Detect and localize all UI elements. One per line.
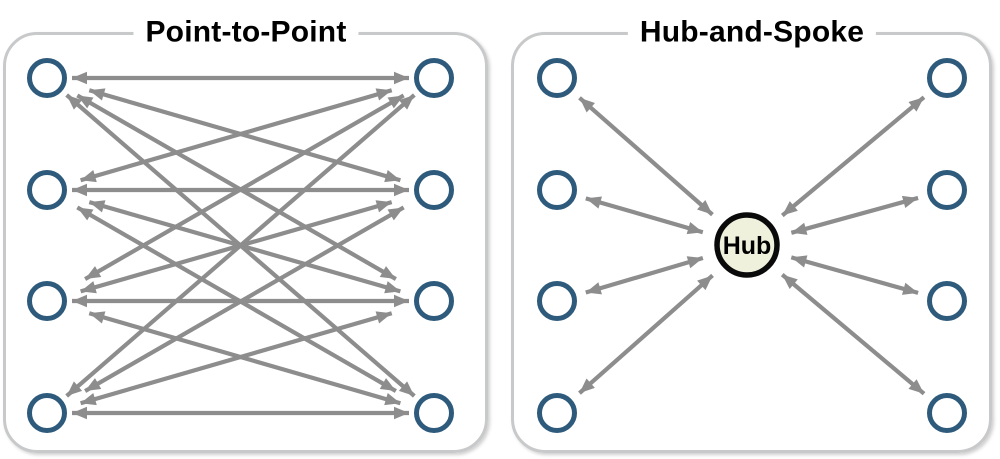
arrowhead bbox=[782, 274, 798, 290]
arrowhead bbox=[80, 281, 97, 294]
hub-and-spoke-title: Hub-and-Spoke bbox=[627, 15, 877, 50]
arrowhead bbox=[80, 393, 97, 406]
arrowhead bbox=[379, 378, 396, 392]
arrowhead bbox=[394, 183, 409, 197]
arrowhead bbox=[686, 256, 703, 269]
hub-and-spoke-diagram: Hub bbox=[537, 58, 967, 433]
arrowhead bbox=[89, 88, 106, 101]
p2p-edge-L4-R3 bbox=[80, 311, 393, 406]
spoke-L2-hub bbox=[585, 196, 704, 235]
p2p-node-L2 bbox=[27, 170, 67, 210]
p2p-edge-L3-R4 bbox=[88, 311, 401, 406]
arrowhead bbox=[398, 95, 415, 110]
point-to-point-diagram bbox=[27, 58, 454, 433]
p2p-node-R2 bbox=[414, 170, 454, 210]
hub-label: Hub bbox=[723, 232, 772, 260]
p2p-node-R4 bbox=[414, 393, 454, 433]
arrowhead bbox=[908, 379, 925, 394]
arrowhead bbox=[384, 170, 401, 183]
p2p-node-L1 bbox=[27, 58, 67, 98]
p2p-edge-L4-R1 bbox=[65, 93, 416, 398]
arrowhead bbox=[66, 95, 83, 110]
arrowhead bbox=[80, 170, 97, 183]
arrowhead bbox=[72, 294, 87, 308]
arrowhead bbox=[579, 97, 595, 113]
arrowhead bbox=[89, 200, 106, 213]
arrowhead bbox=[85, 378, 102, 392]
arrowhead bbox=[77, 95, 94, 109]
arrowhead bbox=[72, 71, 87, 85]
arrowhead bbox=[66, 381, 83, 396]
arrowhead bbox=[901, 282, 919, 295]
spoke-R4-hub bbox=[780, 272, 926, 396]
spoke-L3-hub bbox=[585, 255, 704, 295]
arrowhead bbox=[387, 95, 404, 109]
arrowhead bbox=[697, 199, 713, 215]
arrowhead bbox=[77, 207, 94, 221]
hub-circle bbox=[714, 212, 780, 278]
spoke-L1-hub bbox=[578, 96, 714, 217]
hub-spoke-node-L2 bbox=[537, 170, 577, 210]
spoke-R3-hub bbox=[790, 255, 919, 295]
spoke-R1-hub bbox=[780, 95, 926, 218]
arrowhead bbox=[901, 195, 919, 209]
arrowhead bbox=[686, 221, 703, 235]
p2p-node-R1 bbox=[414, 58, 454, 98]
arrowhead bbox=[697, 275, 713, 291]
spoke-L4-hub bbox=[578, 273, 714, 395]
arrowhead bbox=[791, 255, 808, 268]
arrowhead bbox=[375, 311, 392, 324]
arrowhead bbox=[908, 97, 924, 112]
arrowhead bbox=[85, 266, 102, 280]
arrowhead bbox=[375, 88, 392, 101]
point-to-point-title: Point-to-Point bbox=[133, 15, 359, 50]
p2p-node-R3 bbox=[414, 281, 454, 321]
arrowhead bbox=[585, 282, 602, 295]
arrowhead bbox=[72, 406, 87, 420]
arrowhead bbox=[72, 183, 87, 197]
hub-spoke-node-R1 bbox=[927, 58, 967, 98]
arrowhead bbox=[398, 381, 415, 396]
p2p-edge-L3-R1 bbox=[84, 93, 405, 281]
hub-spoke-node-L1 bbox=[537, 58, 577, 98]
arrowhead bbox=[394, 406, 409, 420]
p2p-node-L3 bbox=[27, 281, 67, 321]
p2p-edge-L1-R1 bbox=[72, 71, 409, 85]
p2p-edge-L1-R2 bbox=[88, 88, 401, 183]
arrowhead bbox=[387, 207, 404, 221]
p2p-edge-L4-R2 bbox=[84, 205, 405, 393]
p2p-edge-L1-R3 bbox=[76, 93, 397, 281]
arrowhead bbox=[394, 294, 409, 308]
spoke-R2-hub bbox=[790, 195, 919, 235]
p2p-edge-L4-R4 bbox=[72, 406, 409, 420]
arrowhead bbox=[384, 393, 401, 406]
arrowhead bbox=[394, 71, 409, 85]
arrowhead bbox=[375, 200, 392, 213]
hub-spoke-node-L3 bbox=[537, 281, 577, 321]
hub-spoke-node-R4 bbox=[927, 393, 967, 433]
arrowhead bbox=[791, 222, 808, 235]
arrowhead bbox=[379, 266, 396, 280]
arrowhead bbox=[579, 378, 595, 394]
arrowhead bbox=[384, 281, 401, 294]
arrowhead bbox=[89, 311, 106, 324]
p2p-edge-L2-R1 bbox=[80, 88, 393, 183]
hub-spoke-node-L4 bbox=[537, 393, 577, 433]
arrowhead bbox=[585, 196, 602, 209]
arrowhead bbox=[782, 201, 798, 216]
hub-spoke-node-R2 bbox=[927, 170, 967, 210]
p2p-edge-L2-R3 bbox=[88, 200, 401, 294]
p2p-node-L4 bbox=[27, 393, 67, 433]
hub-spoke-node-R3 bbox=[927, 281, 967, 321]
